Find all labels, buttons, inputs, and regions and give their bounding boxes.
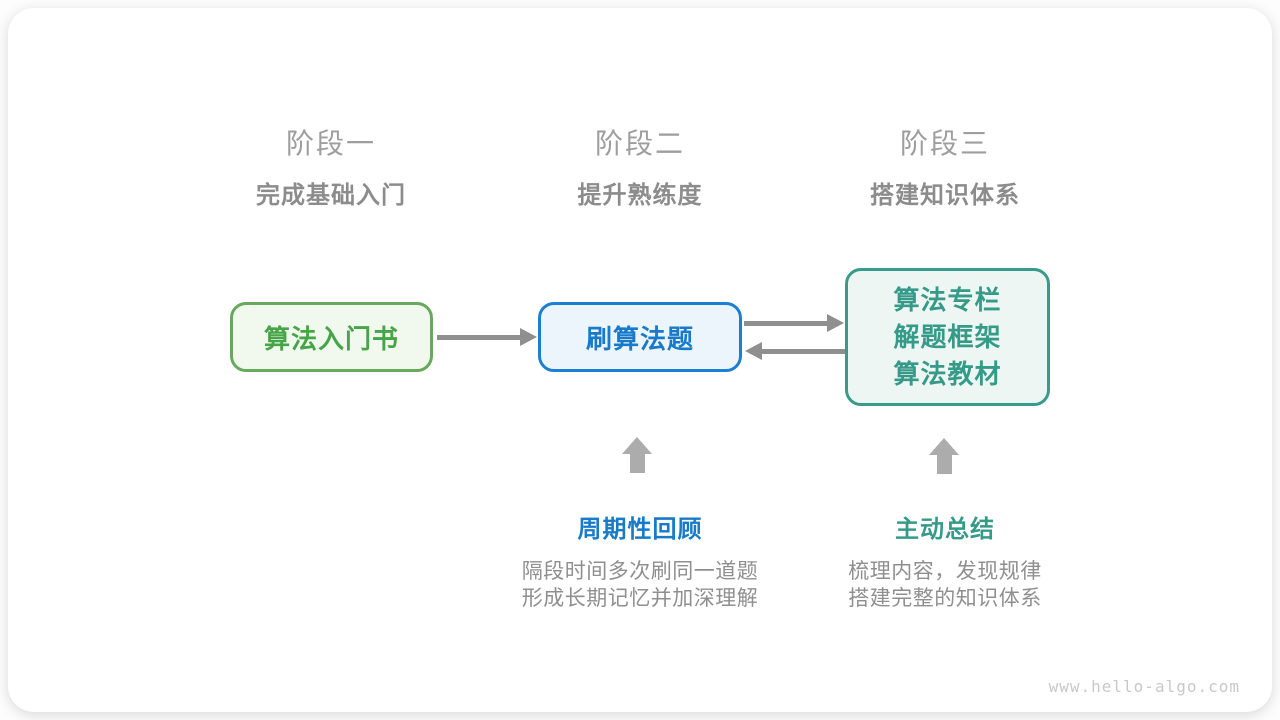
annotation-review-desc-line-1: 隔段时间多次刷同一道题 [521, 560, 759, 583]
node-resources: 算法专栏 解题框架 算法教材 [845, 268, 1050, 406]
stage-2-subtitle: 提升熟练度 [577, 182, 703, 209]
watermark: www.hello-algo.com [1048, 677, 1240, 696]
node-intro-book-label: 算法入门书 [263, 323, 399, 354]
stage-column-2: 阶段二 提升熟练度 [490, 122, 790, 210]
node-resources-line-2: 解题框架 [893, 321, 1002, 352]
arrow-intro-to-practice-icon [437, 328, 537, 346]
stage-2-title: 阶段二 [594, 128, 685, 159]
up-arrow-summarize-icon [929, 438, 959, 474]
up-arrow-stem [629, 454, 645, 473]
up-arrow-review-icon [622, 437, 652, 473]
annotation-summarize-desc-line-1: 梳理内容，发现规律 [848, 560, 1042, 583]
node-resources-line-3: 算法教材 [893, 358, 1002, 389]
node-intro-book: 算法入门书 [230, 302, 433, 372]
annotation-summarize-label: 主动总结 [895, 516, 995, 543]
stage-column-3: 阶段三 搭建知识体系 [795, 122, 1095, 210]
node-practice: 刷算法题 [538, 302, 742, 372]
stage-1-title: 阶段一 [285, 128, 376, 159]
annotation-review-label: 周期性回顾 [577, 516, 703, 543]
node-practice-label: 刷算法题 [585, 323, 694, 354]
annotation-summarize-desc-line-2: 搭建完整的知识体系 [848, 587, 1042, 610]
arrow-resources-to-practice-icon [745, 342, 845, 360]
annotation-review-desc-line-2: 形成长期记忆并加深理解 [521, 587, 759, 610]
arrow-practice-to-resources-icon [744, 314, 844, 332]
stage-column-1: 阶段一 完成基础入门 [181, 122, 481, 210]
up-arrow-stem [936, 455, 952, 474]
stage-3-subtitle: 搭建知识体系 [870, 182, 1020, 209]
up-arrow-head [622, 437, 652, 454]
node-resources-line-1: 算法专栏 [893, 284, 1002, 315]
annotation-summarize-desc: 梳理内容，发现规律 搭建完整的知识体系 [765, 558, 1125, 612]
stage-3-title: 阶段三 [899, 128, 990, 159]
annotation-review-desc: 隔段时间多次刷同一道题 形成长期记忆并加深理解 [460, 558, 820, 612]
stage-1-subtitle: 完成基础入门 [256, 182, 406, 209]
up-arrow-head [929, 438, 959, 455]
